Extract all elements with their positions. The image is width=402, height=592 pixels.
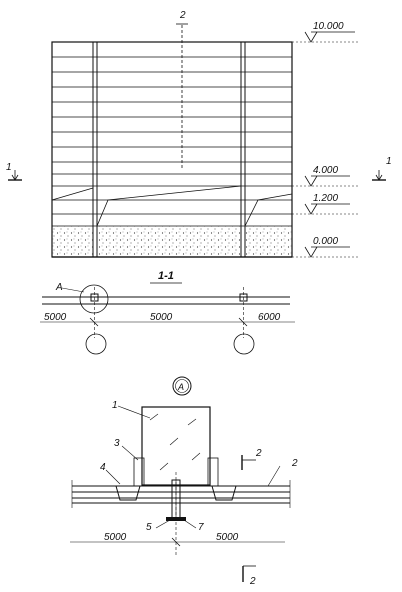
facade-elevation [51, 25, 293, 258]
section-mark-right: 1 [372, 156, 392, 181]
label-2: 2 [291, 458, 298, 469]
support-right [211, 485, 237, 501]
detail-title: A [177, 382, 184, 392]
label-4: 4 [100, 462, 106, 473]
wall-panels [52, 56, 292, 227]
section-2-top-label: 2 [255, 448, 262, 459]
wall-panel-layers [72, 485, 290, 504]
section-right-label: 1 [386, 156, 392, 167]
level-mid-label: 4.000 [313, 165, 338, 176]
detail-a: A 1 3 [70, 376, 298, 587]
plan-dim-1: 5000 [44, 312, 67, 323]
level-plinth-label: 1.200 [313, 193, 338, 204]
callout-2-top: 2 [176, 10, 188, 25]
level-top-label: 10.000 [313, 21, 344, 32]
level-marker-ground: 0.000 [292, 236, 360, 258]
level-ground-label: 0.000 [313, 236, 338, 247]
support-left [115, 485, 141, 501]
detail-dim-2: 5000 [216, 532, 239, 543]
plinth-fill [52, 226, 292, 257]
plan-callout-label: A [55, 282, 63, 293]
plan-dim-3: 6000 [258, 312, 281, 323]
columns [92, 42, 246, 257]
plan-title: 1-1 [158, 270, 174, 282]
section-left-label: 1 [6, 162, 12, 173]
level-marker-top: 10.000 [292, 21, 360, 43]
ramp-lines [51, 185, 293, 227]
detail-dim-1: 5000 [104, 532, 127, 543]
level-marker-mid: 4.000 [292, 165, 360, 187]
label-5: 5 [146, 522, 152, 533]
callout-2-top-label: 2 [179, 10, 186, 21]
label-1: 1 [112, 400, 118, 411]
section-mark-left: 1 [6, 162, 22, 181]
level-marker-plinth: 1.200 [292, 193, 360, 215]
section-2-bottom-label: 2 [249, 576, 256, 587]
plan-section: 1-1 A 5000 5000 6000 [40, 270, 295, 355]
label-7: 7 [198, 522, 204, 533]
axis-bubble-2 [233, 333, 255, 355]
label-3: 3 [114, 438, 120, 449]
plan-dim-2: 5000 [150, 312, 173, 323]
axis-bubble-1 [85, 333, 107, 355]
